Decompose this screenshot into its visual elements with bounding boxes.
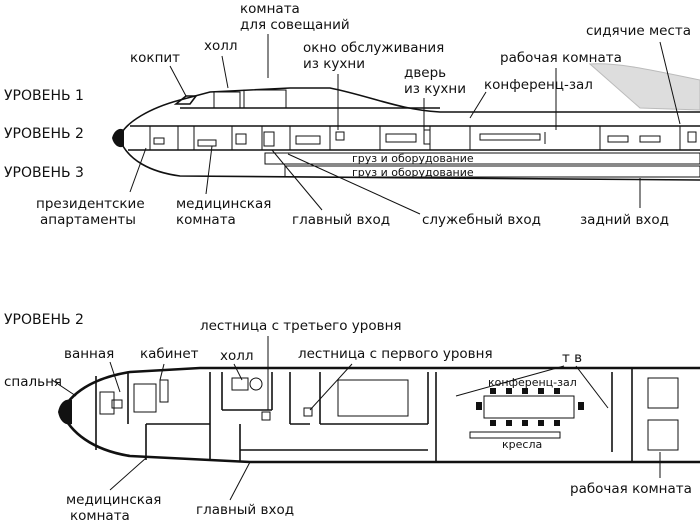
label-komnata: комната [240, 1, 300, 17]
label-konferenc-zal: конференц-зал [484, 77, 593, 93]
label-dlya-soveshchanii: для совещаний [240, 17, 350, 33]
label-okno: окно обслуживания [303, 40, 444, 56]
tail-fin-side [588, 63, 700, 111]
label-dver: дверь [404, 65, 446, 81]
label-sluzhebnyi-vhod: служебный вход [422, 212, 541, 228]
label-vannaya: ванная [64, 346, 114, 362]
label-holl-plan: холл [220, 348, 254, 364]
label-tv: т в [562, 350, 582, 366]
plan-leader-lines [51, 336, 661, 501]
plan-furniture [99, 377, 679, 451]
room-hall-upper [213, 91, 241, 109]
plan-level-label: УРОВЕНЬ 2 [4, 312, 84, 328]
label-apartamenty: апартаменты [40, 212, 136, 228]
label-konferenc-plan: конференц-зал [488, 376, 577, 389]
label-glavnyi-vhod: главный вход [292, 212, 390, 228]
label-spalnya: спальня [4, 374, 62, 390]
label-komnata-plan: комната [70, 508, 130, 524]
plan-cabin-walls [95, 368, 633, 462]
label-medicinskaya-plan: медицинская [66, 492, 161, 508]
label-lestnica-s-tretego: лестница с третьего уровня [200, 318, 402, 334]
cockpit-window [173, 95, 198, 105]
cargo-label-2: груз и оборудование [352, 166, 474, 179]
label-komnata-med: комната [176, 212, 236, 228]
label-kresla: кресла [502, 438, 542, 451]
label-holl: холл [204, 38, 238, 54]
label-rabochaya-plan: рабочая комната [570, 481, 692, 497]
label-sidyachie-mesta: сидячие места [586, 23, 691, 39]
cargo-bay-1 [264, 152, 700, 165]
conference-chairs [476, 388, 584, 426]
plan-level2: УРОВЕНЬ 2 [4, 312, 700, 524]
room-meeting [243, 89, 287, 109]
level-1-label: УРОВЕНЬ 1 [4, 88, 84, 104]
side-leader-lines [129, 34, 681, 215]
nose-cone-plan [58, 399, 72, 425]
label-prezidentskie: президентские [36, 196, 145, 212]
side-section: УРОВЕНЬ 1 УРОВЕНЬ 2 УРОВЕНЬ 3 груз и обо… [4, 1, 700, 228]
level-3-label: УРОВЕНЬ 3 [4, 165, 84, 181]
label-zadnii-vhod: задний вход [580, 212, 669, 228]
label-glavnyi-plan: главный вход [196, 502, 294, 518]
level2-room-partitions [149, 126, 681, 150]
level-2-label: УРОВЕНЬ 2 [4, 126, 84, 142]
label-dver-iz-kuhni: из кухни [404, 81, 466, 97]
fuselage-plan-top [60, 366, 700, 413]
label-kokpit: кокпит [130, 50, 180, 66]
nose-cone-side [112, 128, 124, 148]
label-kabinet: кабинет [140, 346, 199, 362]
cargo-label-1: груз и оборудование [352, 152, 474, 165]
cargo-bay-2 [284, 165, 700, 178]
fuselage-plan-bottom [60, 411, 700, 464]
label-rabochaya-komnata: рабочая комната [500, 50, 622, 66]
level2-furniture [153, 129, 697, 147]
label-okno-iz-kuhni: из кухни [303, 56, 365, 72]
label-lestnica-s-pervogo: лестница с первого уровня [298, 346, 493, 362]
label-medicinskaya: медицинская [176, 196, 271, 212]
